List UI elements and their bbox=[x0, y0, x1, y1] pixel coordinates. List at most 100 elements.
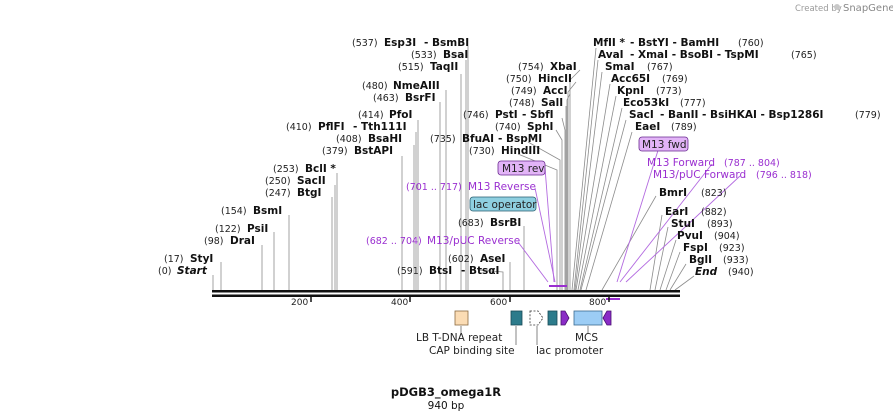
enzyme-name[interactable]: EarI bbox=[665, 206, 688, 218]
enzyme-name[interactable]: AvaI bbox=[598, 49, 624, 61]
enzyme-name[interactable]: BsrBI bbox=[490, 217, 521, 229]
enzyme-name[interactable]: MfII * bbox=[593, 37, 625, 49]
lac-operator-feature[interactable] bbox=[547, 310, 558, 326]
enzyme-position: (777) bbox=[680, 98, 706, 109]
m13-fwd-box[interactable] bbox=[638, 136, 689, 152]
enzyme-position: (408) bbox=[336, 134, 362, 145]
enzyme-alt-name[interactable]: - Tth111I bbox=[353, 121, 407, 133]
enzyme-position: (754) bbox=[518, 62, 544, 73]
enzyme-position: (379) bbox=[322, 146, 348, 157]
enzyme-name[interactable]: BsaI bbox=[443, 49, 468, 61]
enzyme-position: (769) bbox=[662, 74, 688, 85]
m13-forward-label[interactable]: M13 Forward bbox=[647, 157, 715, 169]
mcs-feature[interactable] bbox=[573, 310, 603, 326]
enzyme-alt-name[interactable]: - XmaI - BsoBI - TspMI bbox=[630, 49, 759, 61]
enzyme-name[interactable]: Esp3I bbox=[384, 37, 416, 49]
m13-puc-reverse-label[interactable]: M13/pUC Reverse bbox=[427, 235, 520, 247]
watermark-text: Created by bbox=[795, 4, 842, 14]
enzyme-alt-name[interactable]: - SbfI bbox=[522, 109, 554, 121]
tick-label: 200 bbox=[291, 298, 308, 308]
enzyme-alt-name[interactable]: - BanII - BsiHKAI - Bsp1286I bbox=[660, 109, 823, 121]
enzyme-position: (122) bbox=[215, 224, 241, 235]
enzyme-name[interactable]: BglI bbox=[689, 254, 712, 266]
enzyme-alt-name[interactable]: - BspMI bbox=[498, 133, 542, 145]
enzyme-position: (789) bbox=[671, 122, 697, 133]
enzyme-position: (537) bbox=[352, 38, 378, 49]
enzyme-name[interactable]: AseI bbox=[480, 253, 505, 265]
enzyme-name[interactable]: Acc65I bbox=[611, 73, 650, 85]
m13-rev-label: M13 rev bbox=[502, 163, 545, 175]
enzyme-name[interactable]: HincII bbox=[538, 73, 572, 85]
enzyme-name[interactable]: SmaI bbox=[605, 61, 635, 73]
enzyme-name[interactable]: SacII bbox=[297, 175, 326, 187]
enzyme-name[interactable]: StuI bbox=[671, 218, 695, 230]
enzyme-name[interactable]: HindIII bbox=[501, 145, 540, 157]
lac-promoter-arrow[interactable] bbox=[529, 310, 544, 326]
enzyme-name[interactable]: StyI bbox=[190, 253, 213, 265]
enzyme-name[interactable]: FspI bbox=[683, 242, 708, 254]
enzyme-alt-name[interactable]: - BtsαI bbox=[461, 265, 499, 277]
enzyme-position: (515) bbox=[398, 62, 424, 73]
enzyme-position: (746) bbox=[463, 110, 489, 121]
enzyme-position: (940) bbox=[728, 267, 754, 278]
enzyme-position: (749) bbox=[511, 86, 537, 97]
m13-reverse-label[interactable]: M13 Reverse bbox=[468, 181, 536, 193]
m13-rev-arrow[interactable] bbox=[560, 310, 570, 326]
enzyme-labels-left: (537) Esp3I - BsmBI (533) BsaI (515) Taq… bbox=[158, 37, 469, 277]
m13-fwd-arrow[interactable] bbox=[602, 310, 612, 326]
enzyme-name[interactable]: BsmI bbox=[253, 205, 282, 217]
enzyme-name[interactable]: PstI bbox=[495, 109, 518, 121]
enzyme-name[interactable]: AccI bbox=[543, 85, 567, 97]
enzyme-name[interactable]: EaeI bbox=[635, 121, 660, 133]
cap-binding-feature[interactable] bbox=[510, 310, 523, 326]
feature-leader-lines bbox=[460, 326, 589, 345]
enzyme-name[interactable]: KpnI bbox=[617, 85, 644, 97]
enzyme-name[interactable]: SalI bbox=[541, 97, 563, 109]
enzyme-name[interactable]: PfoI bbox=[389, 109, 412, 121]
enzyme-name[interactable]: SacI bbox=[629, 109, 654, 121]
enzyme-name[interactable]: DraI bbox=[230, 235, 255, 247]
enzyme-name: Start bbox=[177, 265, 208, 277]
enzyme-position: (730) bbox=[469, 146, 495, 157]
enzyme-name[interactable]: BsaHI bbox=[368, 133, 402, 145]
enzyme-position: (591) bbox=[397, 266, 423, 277]
enzyme-position: (463) bbox=[373, 93, 399, 104]
enzyme-name[interactable]: BsrFI bbox=[405, 92, 436, 104]
lac-promoter-label: lac promoter bbox=[536, 345, 604, 357]
enzyme-name[interactable]: TaqII bbox=[430, 61, 458, 73]
enzyme-name[interactable]: NmeAIII bbox=[393, 80, 440, 92]
enzyme-name[interactable]: Eco53kI bbox=[623, 97, 669, 109]
enzyme-name[interactable]: PsiI bbox=[247, 223, 268, 235]
tick-label: 600 bbox=[490, 298, 507, 308]
enzyme-position: (760) bbox=[738, 38, 764, 49]
enzyme-name[interactable]: BstAPI bbox=[354, 145, 393, 157]
enzyme-name[interactable]: XbaI bbox=[550, 61, 577, 73]
enzyme-position: (253) bbox=[273, 164, 299, 175]
enzyme-position: (0) bbox=[158, 266, 171, 277]
enzyme-name[interactable]: PflFI bbox=[318, 121, 345, 133]
m13-rev-box[interactable] bbox=[497, 160, 546, 176]
primer-leader-lines bbox=[517, 143, 741, 283]
enzyme-name[interactable]: BfuAI bbox=[462, 133, 494, 145]
lb-tdna-feature[interactable] bbox=[454, 310, 469, 326]
enzyme-name[interactable]: BclI * bbox=[305, 163, 336, 175]
enzyme-alt-name[interactable]: - BsmBI bbox=[424, 37, 469, 49]
enzyme-name[interactable]: PvuI bbox=[677, 230, 703, 242]
enzyme-name[interactable]: SphI bbox=[527, 121, 553, 133]
plasmid-title: pDGB3_omega1R bbox=[391, 385, 501, 400]
primer-annotations: M13 rev M13 fwd lac operator (701 .. 717… bbox=[366, 136, 812, 247]
enzyme-alt-name[interactable]: - BstYI - BamHI bbox=[630, 37, 719, 49]
enzyme-name[interactable]: BtsI bbox=[429, 265, 452, 277]
enzyme-name[interactable]: BtgI bbox=[297, 187, 321, 199]
enzyme-position: (740) bbox=[495, 122, 521, 133]
m13-puc-forward-label[interactable]: M13/pUC Forward bbox=[653, 169, 746, 181]
enzyme-position: (247) bbox=[265, 188, 291, 199]
snapgene-brand: SnapGene bbox=[843, 3, 893, 14]
enzyme-name[interactable]: BmrI bbox=[659, 187, 687, 199]
enzyme-position: (154) bbox=[221, 206, 247, 217]
lb-tdna-label: LB T-DNA repeat bbox=[416, 332, 502, 344]
enzyme-lines bbox=[212, 46, 695, 291]
lac-operator-box[interactable] bbox=[469, 196, 537, 212]
m13-forward-range: (787 .. 804) bbox=[724, 158, 780, 169]
